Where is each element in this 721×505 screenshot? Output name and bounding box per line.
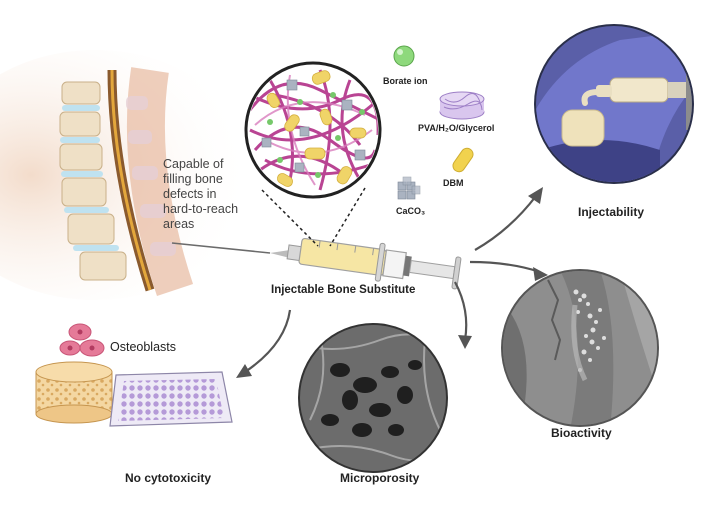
arrows — [244, 195, 541, 373]
pva-hydrogel-icon — [439, 91, 485, 120]
caco3-icon — [397, 176, 421, 200]
well-plate — [109, 371, 233, 427]
spine-note-line: Capable of — [163, 157, 224, 171]
needle — [171, 242, 271, 254]
spine-note: Capable of filling bone defects in hard-… — [163, 157, 263, 232]
syringe-label: Injectable Bone Substitute — [271, 284, 416, 296]
bioactivity-photo — [501, 269, 659, 427]
microporosity-photo — [298, 323, 448, 473]
spine-note-line: filling bone — [163, 172, 223, 186]
injectability-photo — [534, 24, 694, 184]
legend-dbm-label: DBM — [443, 178, 464, 188]
spine-note-line: defects in — [163, 187, 217, 201]
spine-illustration — [0, 50, 255, 300]
arrow-head-microporosity — [458, 335, 472, 349]
cytotoxicity-label: No cytotoxicity — [125, 471, 212, 485]
legend-borate-label: Borate ion — [383, 76, 428, 86]
syringe — [270, 237, 462, 290]
spine-note-line: hard-to-reach — [163, 202, 239, 216]
dbm-icon — [452, 147, 474, 173]
microporosity-label: Microporosity — [340, 471, 420, 485]
legend-pva-label: PVA/H₂O/Glycerol — [418, 123, 495, 133]
bone-scaffold — [35, 361, 113, 424]
arrow-head-injectability — [528, 187, 543, 204]
spine-note-line: areas — [163, 217, 195, 231]
arrow-head-bioactivity — [533, 267, 548, 281]
osteoblast-cells — [59, 323, 105, 357]
legend-caco3-label: CaCO₃ — [396, 206, 426, 216]
arrow-head-cytotoxicity — [236, 364, 252, 378]
matrix-zoom — [244, 61, 382, 199]
borate-ion-icon — [393, 45, 415, 67]
injectability-label: Injectability — [578, 205, 645, 219]
bioactivity-label: Bioactivity — [551, 426, 612, 440]
zoom-lines — [261, 187, 366, 247]
osteoblasts-label: Osteoblasts — [110, 340, 177, 354]
legend-icons — [393, 45, 485, 200]
